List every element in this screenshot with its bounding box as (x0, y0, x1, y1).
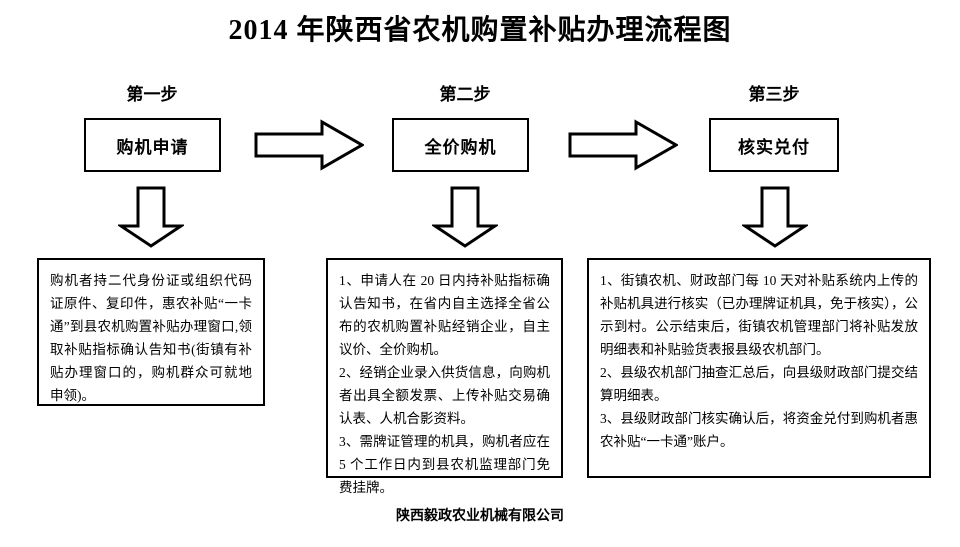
stage-box-1-label: 购机申请 (116, 137, 189, 157)
stage-box-2-label: 全价购机 (424, 137, 497, 157)
arrow-down-icon-step3 (740, 186, 810, 248)
arrow-right-icon-step1-to-step2 (254, 118, 366, 172)
detail-line: 购机者持二代身份证或组织代码证原件、复印件，惠农补贴“一卡通”到县农机购置补贴办… (50, 273, 252, 403)
stage-box-3: 核实兑付 (709, 118, 839, 172)
detail-line: 1、申请人在 20 日内持补贴指标确认告知书，在省内自主选择全省公布的农机购置补… (339, 273, 550, 357)
stage-box-3-label: 核实兑付 (738, 137, 810, 157)
arrow-down-icon-step1 (116, 186, 186, 248)
page-title: 2014 年陕西省农机购置补贴办理流程图 (228, 15, 732, 46)
detail-box-step1: 购机者持二代身份证或组织代码证原件、复印件，惠农补贴“一卡通”到县农机购置补贴办… (37, 258, 265, 406)
step-caption-2: 第二步 (439, 85, 491, 104)
detail-box-step2: 1、申请人在 20 日内持补贴指标确认告知书，在省内自主选择全省公布的农机购置补… (326, 258, 563, 495)
detail-line: 3、需牌证管理的机具，购机者应在 5 个工作日内到县农机监理部门免费挂牌。 (339, 434, 550, 495)
arrow-right-icon-step2-to-step3 (568, 118, 680, 172)
detail-line: 1、街镇农机、财政部门每 10 天对补贴系统内上传的补贴机具进行核实（已办理牌证… (600, 273, 918, 357)
detail-box-step3: 1、街镇农机、财政部门每 10 天对补贴系统内上传的补贴机具进行核实（已办理牌证… (587, 258, 931, 478)
detail-line: 2、县级农机部门抽查汇总后，向县级财政部门提交结算明细表。 (600, 365, 918, 403)
step-caption-3: 第三步 (748, 85, 800, 104)
step-caption-1: 第一步 (126, 85, 178, 104)
stage-box-1: 购机申请 (84, 118, 221, 172)
detail-line: 3、县级财政部门核实确认后，将资金兑付到购机者惠农补贴“一卡通”账户。 (600, 411, 918, 449)
stage-box-2: 全价购机 (392, 118, 529, 172)
footer-company-name: 陕西毅政农业机械有限公司 (396, 507, 564, 523)
detail-line: 2、经销企业录入供货信息，向购机者出具全额发票、上传补贴交易确认表、人机合影资料… (339, 365, 550, 426)
arrow-down-icon-step2 (430, 186, 500, 248)
